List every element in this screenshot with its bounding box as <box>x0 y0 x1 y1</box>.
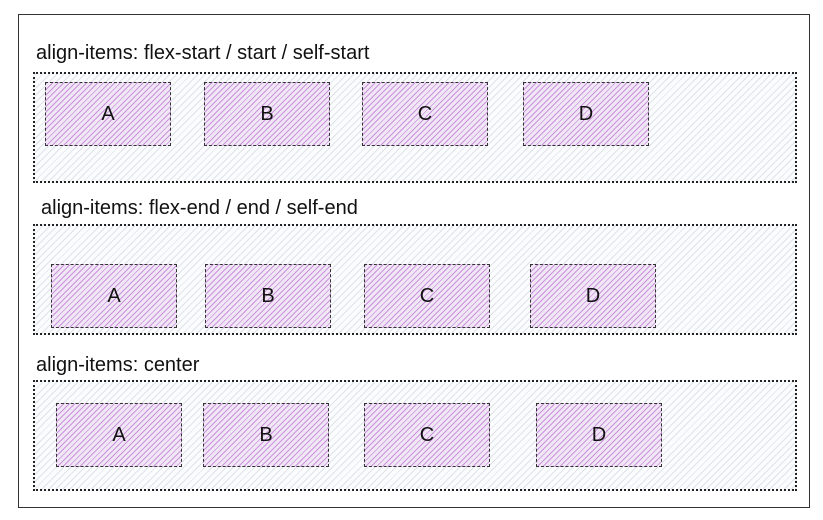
flex-item-label: C <box>419 285 435 307</box>
flex-item-b: B <box>204 82 330 146</box>
flex-item-label: B <box>261 285 275 307</box>
flex-item-label: C <box>419 424 435 446</box>
flex-item-c: C <box>362 82 488 146</box>
flex-item-label: A <box>107 285 121 307</box>
flex-item-d: D <box>523 82 649 146</box>
flex-item-d: D <box>536 403 662 467</box>
flex-item-label: D <box>591 424 607 446</box>
flex-item-a: A <box>45 82 171 146</box>
flex-item-c: C <box>364 403 490 467</box>
flex-item-label: D <box>578 103 594 125</box>
flex-item-label: D <box>585 285 601 307</box>
section-label-flex-end: align-items: flex-end / end / self-end <box>41 197 358 219</box>
flex-item-label: A <box>101 103 115 125</box>
flex-item-d: D <box>530 264 656 328</box>
flex-item-c: C <box>364 264 490 328</box>
flex-item-b: B <box>205 264 331 328</box>
flex-item-label: C <box>417 103 433 125</box>
flex-item-label: B <box>259 424 273 446</box>
flex-item-a: A <box>51 264 177 328</box>
flex-item-label: A <box>112 424 126 446</box>
flex-item-b: B <box>203 403 329 467</box>
flex-item-a: A <box>56 403 182 467</box>
section-label-flex-start: align-items: flex-start / start / self-s… <box>36 42 370 64</box>
section-label-center: align-items: center <box>36 354 200 376</box>
flex-container-center <box>33 380 797 491</box>
flex-item-label: B <box>260 103 274 125</box>
